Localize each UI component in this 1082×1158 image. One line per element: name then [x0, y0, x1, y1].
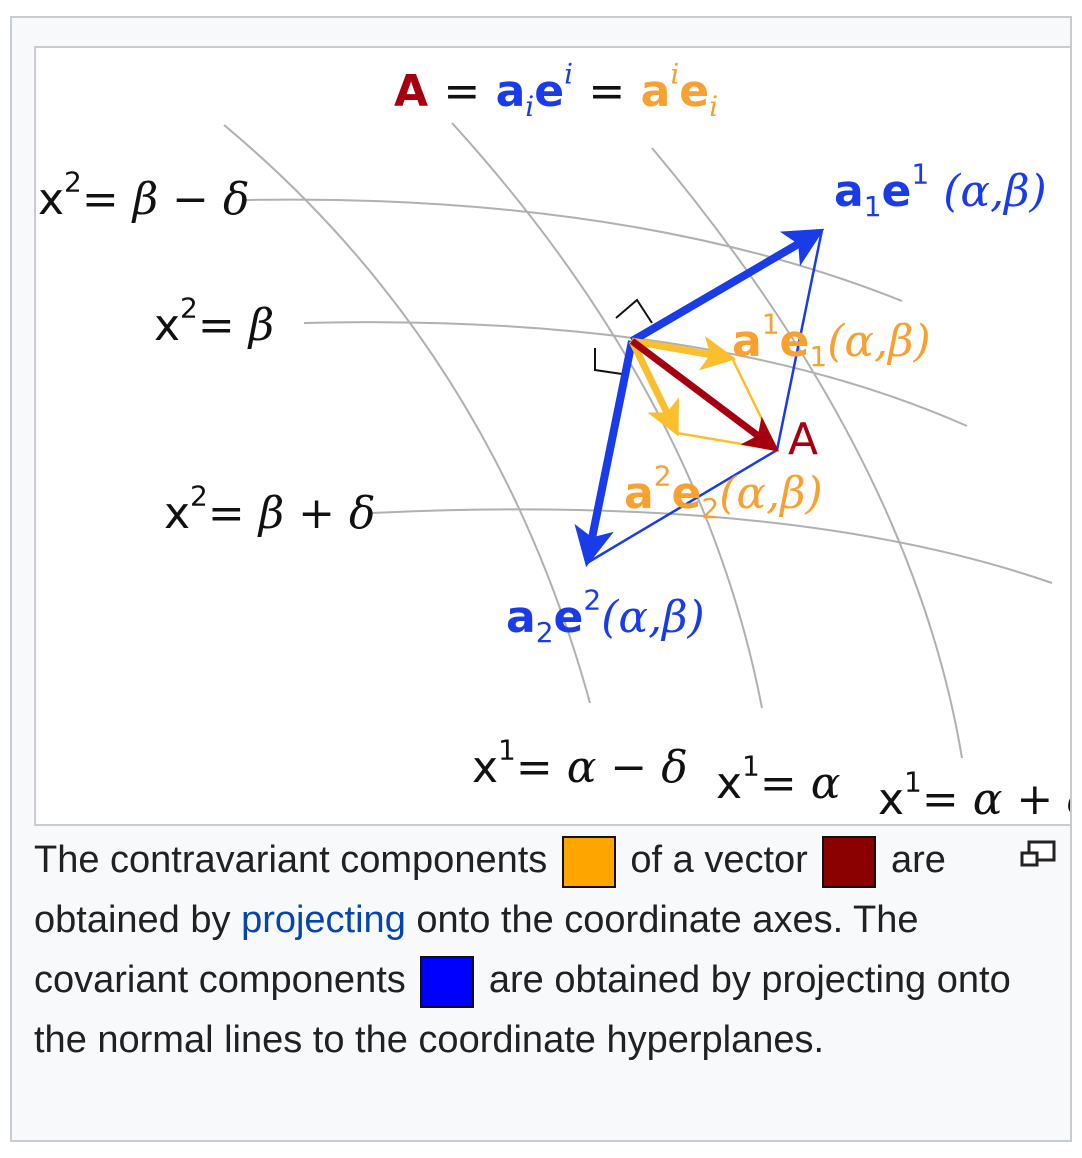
- covariant-vector-2: [574, 340, 636, 568]
- label-x2: x2= β: [154, 291, 275, 351]
- contravariant-vector-2: [628, 339, 679, 437]
- label-x1-minus: x1= α − δ: [472, 733, 688, 793]
- label-vector-A: A: [788, 414, 819, 465]
- diagram-image[interactable]: A = aiei = aiei x2= β − δ x2= β x2= β + …: [34, 46, 1072, 826]
- vector-A: [629, 338, 780, 452]
- caption-text: are obtained by projecting onto the norm…: [34, 959, 1011, 1061]
- label-x1: x1= α: [716, 749, 841, 809]
- vector-diagram: [223, 122, 1053, 759]
- dark-red-swatch: [822, 835, 877, 888]
- blue-swatch: [420, 955, 475, 1008]
- label-x2-minus: x2= β − δ: [38, 165, 250, 225]
- contravariant-vector-1: [631, 335, 737, 371]
- label-a2e2-contravariant: a2e2(α,β): [624, 459, 823, 525]
- projecting-link[interactable]: projecting: [241, 899, 406, 941]
- orange-swatch: [561, 835, 616, 888]
- caption-text: of a vector: [630, 839, 808, 881]
- figure-caption: The contravariant components of a vector…: [34, 830, 1014, 1070]
- right-angle-mark: [615, 298, 653, 324]
- grid-curve-x2-plus: [371, 508, 1053, 584]
- caption-text: are obtained by: [34, 839, 946, 941]
- grid-curve-x1-minus: [223, 124, 591, 704]
- grid-curve-x2-minus: [243, 198, 903, 302]
- label-a1e1-contravariant: a1e1(α,β): [732, 307, 931, 373]
- right-angle-mark: [594, 348, 623, 375]
- label-x1-plus: x1= α + δ: [878, 765, 1070, 825]
- label-a2e2: a2e2(α,β): [506, 583, 705, 649]
- caption-text: onto the coordinate axes. The covariant …: [34, 899, 919, 1001]
- label-x2-plus: x2= β + δ: [164, 479, 376, 539]
- covariant-vector-1: [629, 228, 825, 345]
- equation-label: A = aiei = aiei: [394, 57, 719, 123]
- label-a1e1: a1e1 (α,β): [834, 157, 1047, 223]
- grid-curve-x1-plus: [651, 147, 963, 759]
- grid-curve-x2: [303, 321, 968, 427]
- figure-thumbnail: A = aiei = aiei x2= β − δ x2= β x2= β + …: [10, 16, 1072, 1142]
- enlarge-icon[interactable]: [1020, 840, 1056, 868]
- caption-text: The contravariant components: [34, 839, 548, 881]
